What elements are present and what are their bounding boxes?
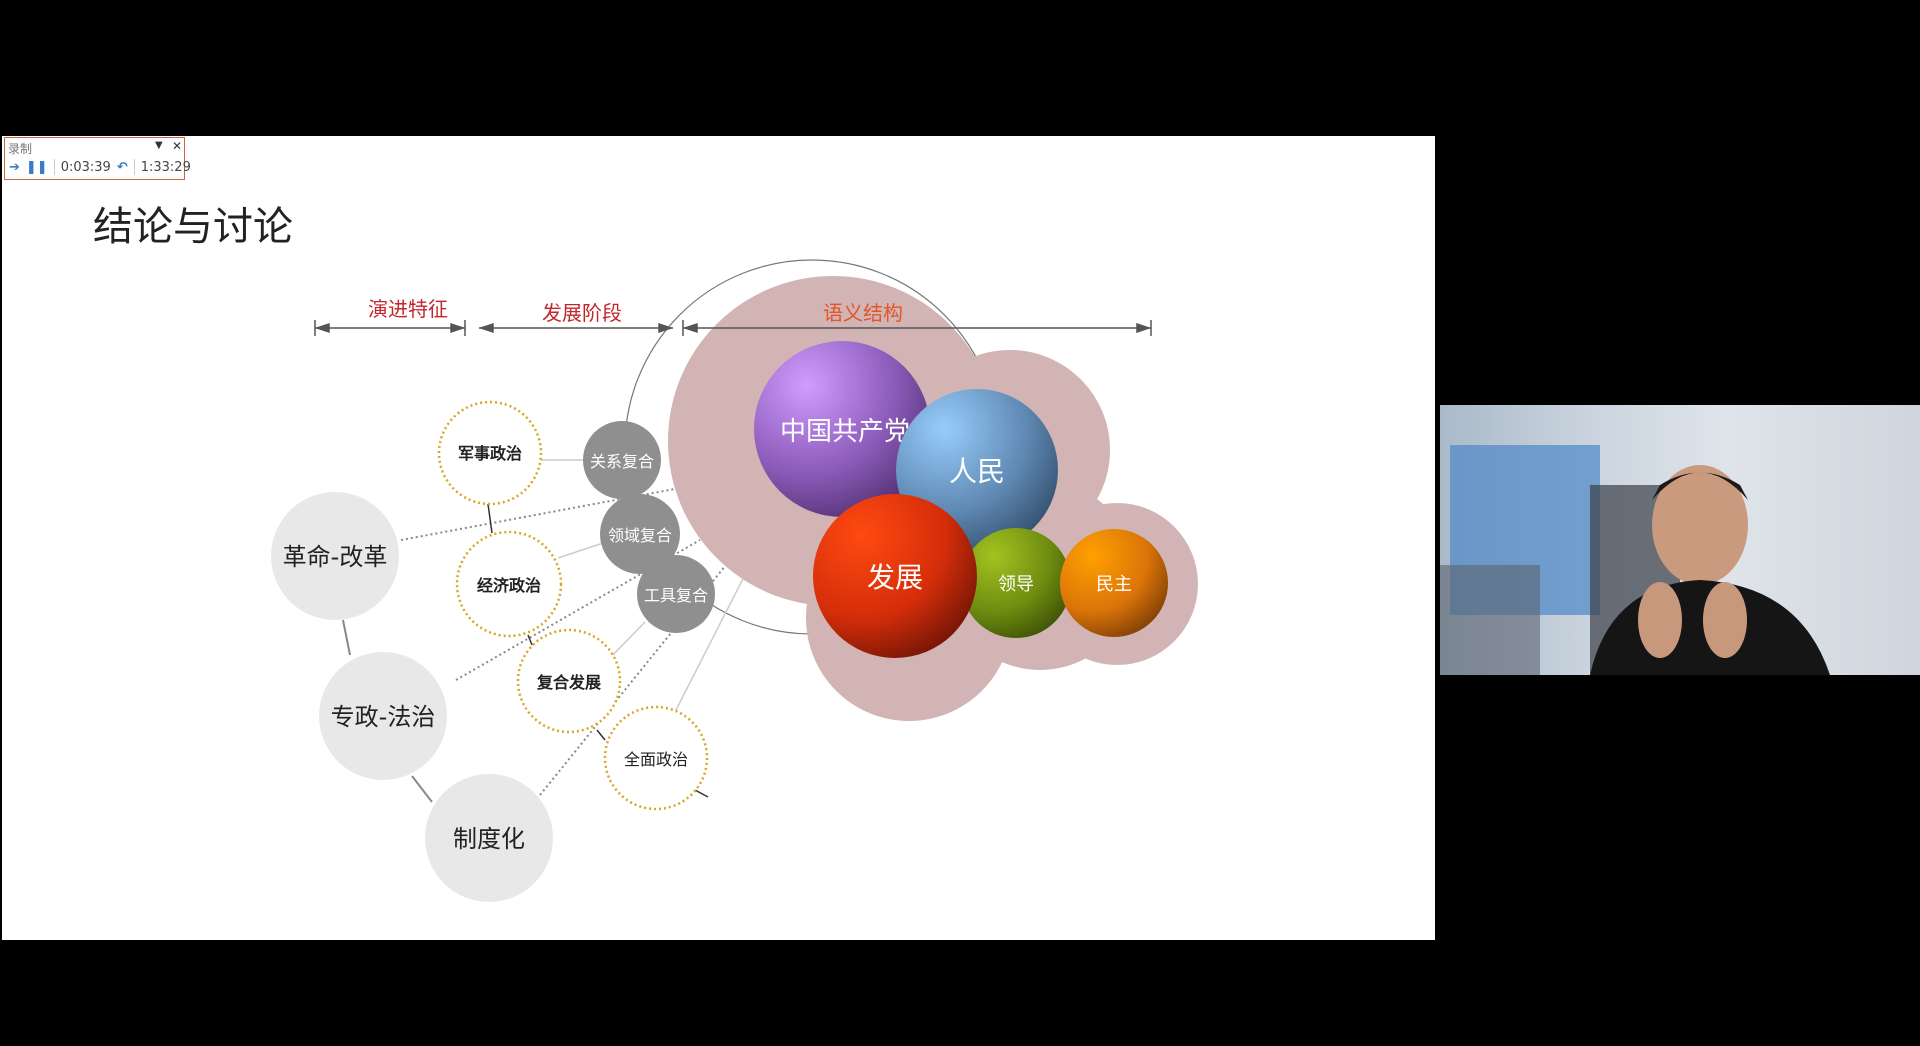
header-arrows bbox=[314, 320, 1152, 336]
node-relation-compound: 关系复合 bbox=[590, 452, 654, 471]
node-military-politics: 军事政治 bbox=[458, 444, 522, 463]
header-semantic: 语义结构 bbox=[823, 301, 903, 325]
node-domain-compound: 领域复合 bbox=[608, 526, 672, 545]
header-stages: 发展阶段 bbox=[542, 301, 622, 325]
divider bbox=[53, 159, 55, 175]
recording-toolbar: 录制 ▼ ✕ ➔ ❚❚ 0:03:39 ↶ 1:33:29 bbox=[4, 137, 191, 180]
elapsed-time: 0:03:39 bbox=[60, 159, 111, 175]
total-time: 1:33:29 bbox=[140, 159, 191, 175]
stage-nodes bbox=[437, 400, 709, 811]
divider bbox=[133, 159, 135, 175]
node-development: 发展 bbox=[813, 494, 977, 658]
connector-lines bbox=[342, 459, 751, 803]
recorder-title: 录制 bbox=[8, 142, 33, 156]
svg-text:人民: 人民 bbox=[949, 455, 1005, 488]
presenter-figure bbox=[1440, 445, 1830, 675]
compound-nodes bbox=[583, 421, 715, 633]
node-leadership: 领导 bbox=[961, 528, 1071, 638]
node-revolution-reform: 革命-改革 bbox=[283, 543, 388, 571]
svg-text:民主: 民主 bbox=[1096, 574, 1132, 595]
arrow-right-icon[interactable]: ➔ bbox=[9, 159, 20, 175]
node-democracy: 民主 bbox=[1060, 529, 1168, 637]
undo-icon[interactable]: ↶ bbox=[116, 159, 128, 175]
header-evolution: 演进特征 bbox=[368, 297, 448, 321]
node-economic-politics: 经济政治 bbox=[477, 576, 541, 595]
node-tool-compound: 工具复合 bbox=[644, 586, 708, 605]
node-dictatorship-rule-of-law: 专政-法治 bbox=[331, 703, 436, 731]
node-compound-development: 复合发展 bbox=[536, 673, 602, 692]
svg-text:中国共产党: 中国共产党 bbox=[780, 417, 910, 447]
evolution-nodes bbox=[271, 492, 553, 902]
pause-icon[interactable]: ❚❚ bbox=[25, 159, 48, 175]
svg-text:领导: 领导 bbox=[998, 574, 1034, 595]
node-institutionalization: 制度化 bbox=[453, 825, 525, 853]
node-party: 中国共产党 bbox=[754, 341, 930, 517]
dropdown-icon[interactable]: ▼ bbox=[155, 140, 163, 151]
close-icon[interactable]: ✕ bbox=[172, 139, 183, 153]
svg-text:发展: 发展 bbox=[867, 561, 923, 594]
node-comprehensive-politics: 全面政治 bbox=[624, 750, 688, 769]
webcam-video bbox=[1440, 405, 1920, 675]
slide-title: 结论与讨论 bbox=[93, 204, 293, 250]
